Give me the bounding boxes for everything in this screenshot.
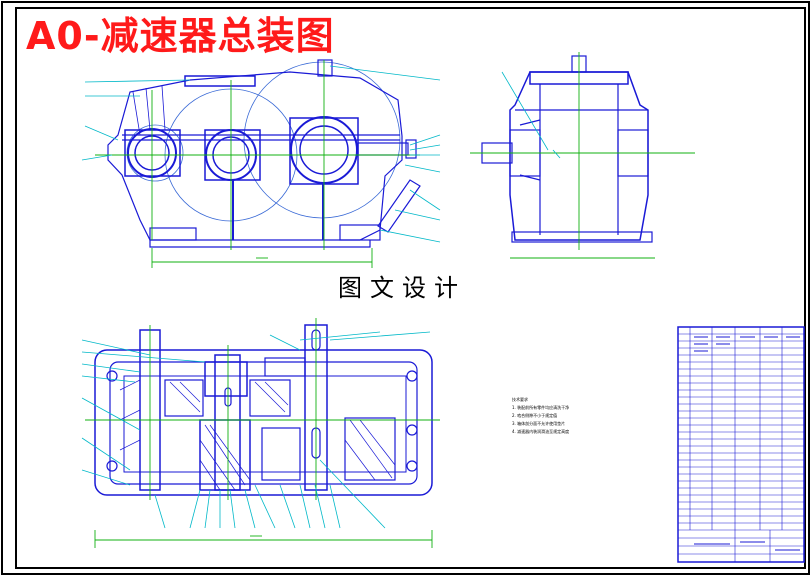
side-view	[481, 55, 653, 243]
drawing-title: A0-减速器总装图	[26, 14, 335, 58]
side-view-centerlines	[470, 52, 695, 259]
sheet-border-inner	[15, 7, 806, 569]
title-block	[677, 326, 805, 563]
technical-note-line: 1. 装配前所有零件均应清洗干净	[512, 405, 570, 410]
front-view-leaders	[81, 65, 441, 243]
plan-view-centerlines	[85, 318, 440, 548]
technical-note-line: 3. 箱体剖分面不允许使用垫片	[512, 421, 566, 426]
side-view-leaders	[501, 71, 561, 159]
technical-notes-heading: 技术要求	[512, 397, 528, 402]
plan-view-leaders	[81, 331, 431, 529]
front-view	[107, 59, 421, 248]
technical-notes: 技术要求 1. 装配前所有零件均应清洗干净 2. 啮合侧隙不小于规定值 3. 箱…	[512, 396, 662, 436]
watermark-text: 图文设计	[338, 274, 466, 302]
front-view-centerlines	[95, 60, 420, 268]
plan-view	[94, 324, 433, 496]
technical-note-line: 2. 啮合侧隙不小于规定值	[512, 413, 558, 418]
technical-note-line: 4. 减速器内装润滑油至规定高度	[512, 429, 570, 434]
